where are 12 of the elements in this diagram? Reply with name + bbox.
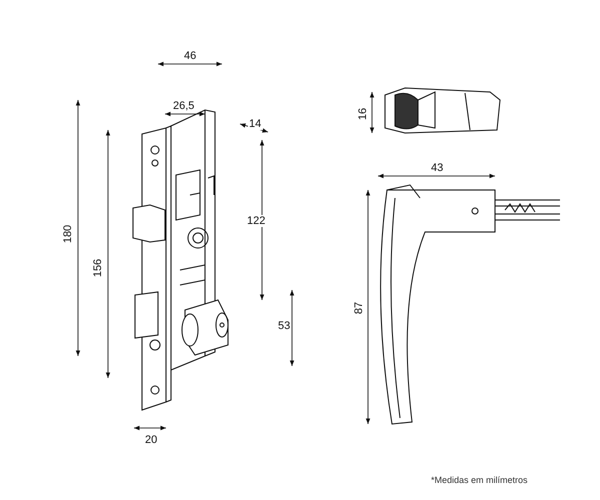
dimension-label: 26,5 [172,100,196,112]
dimension-label: 87 [353,300,366,316]
dimension-label: 46 [183,50,198,62]
footnote: *Medidas em milímetros [430,474,529,486]
dimension-label: 156 [92,258,104,278]
dimension-label: 180 [62,224,74,244]
dimension-label: 43 [430,162,444,174]
dimension-label: 122 [246,215,266,227]
dimension-label: 53 [277,320,292,332]
dimension-label: 16 [357,106,370,122]
dimension-label: 20 [144,434,158,446]
dimension-label: 14 [248,118,262,130]
